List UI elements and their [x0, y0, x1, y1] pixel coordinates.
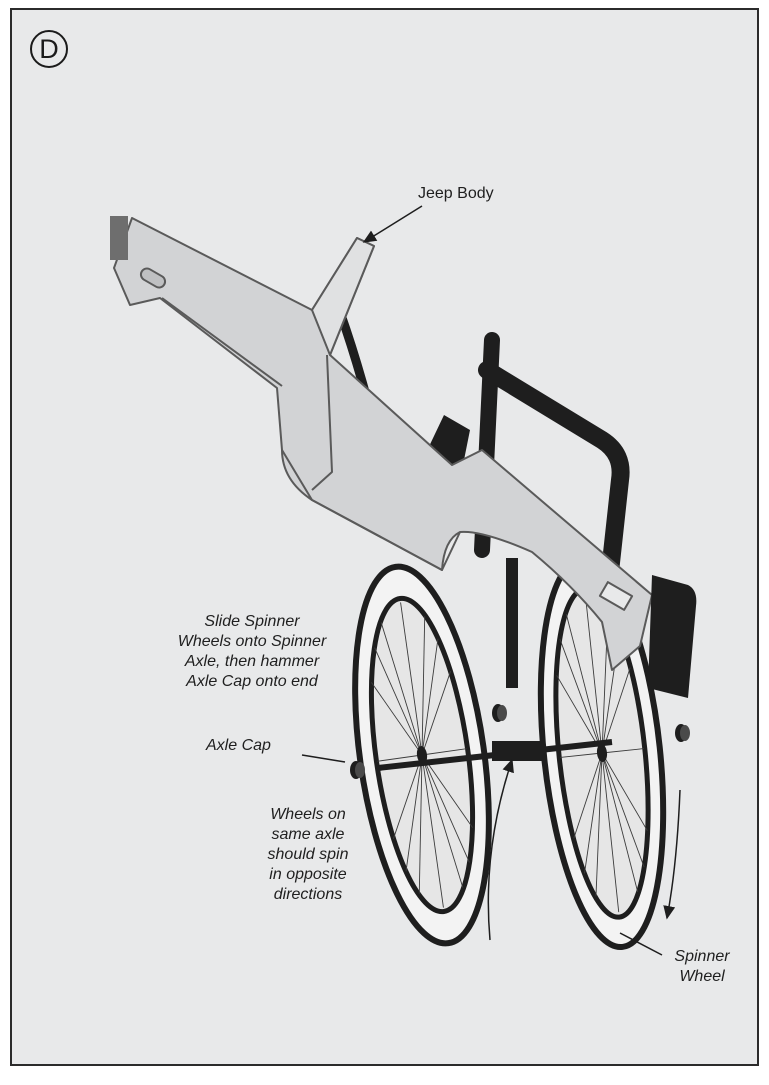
- axle-cap-right: [675, 724, 690, 742]
- instruction-line: Axle Cap onto end: [162, 672, 342, 692]
- instruction-line: Wheels onto Spinner: [162, 632, 342, 652]
- rotation-arrow-up: [488, 760, 512, 940]
- spin-note-label: Wheels on same axle should spin in oppos…: [248, 805, 368, 905]
- axle-hub: [492, 741, 542, 761]
- axle-post: [506, 558, 518, 688]
- instruction-line: Slide Spinner: [162, 612, 342, 632]
- spin-note-line: directions: [248, 885, 368, 905]
- spin-note-line: Wheels on: [248, 805, 368, 825]
- diagram-panel: D Jeep Body Slide Spinner Wheels onto Sp…: [10, 8, 759, 1066]
- front-bumper: [110, 216, 128, 260]
- instruction-line: Axle, then hammer: [162, 652, 342, 672]
- spinner-wheel-line: Wheel: [662, 967, 742, 987]
- axle-cap-middle: [492, 704, 507, 722]
- spin-note-line: same axle: [248, 825, 368, 845]
- rear-spare-block: [648, 575, 696, 698]
- spin-note-line: should spin: [248, 845, 368, 865]
- spin-note-line: in opposite: [248, 865, 368, 885]
- jeep-body-leader: [364, 206, 422, 242]
- jeep-body-label: Jeep Body: [418, 184, 494, 204]
- axle-cap-label: Axle Cap: [206, 736, 271, 756]
- rotation-arrow-down: [667, 790, 680, 918]
- instruction-label: Slide Spinner Wheels onto Spinner Axle, …: [162, 612, 342, 692]
- spinner-wheel-line: Spinner: [662, 947, 742, 967]
- assembly-illustration: [12, 10, 769, 1085]
- axle-cap-left: [350, 761, 365, 779]
- axle-cap-leader: [302, 755, 345, 762]
- spinner-wheel-label: Spinner Wheel: [662, 947, 742, 987]
- step-indicator: D: [30, 30, 68, 68]
